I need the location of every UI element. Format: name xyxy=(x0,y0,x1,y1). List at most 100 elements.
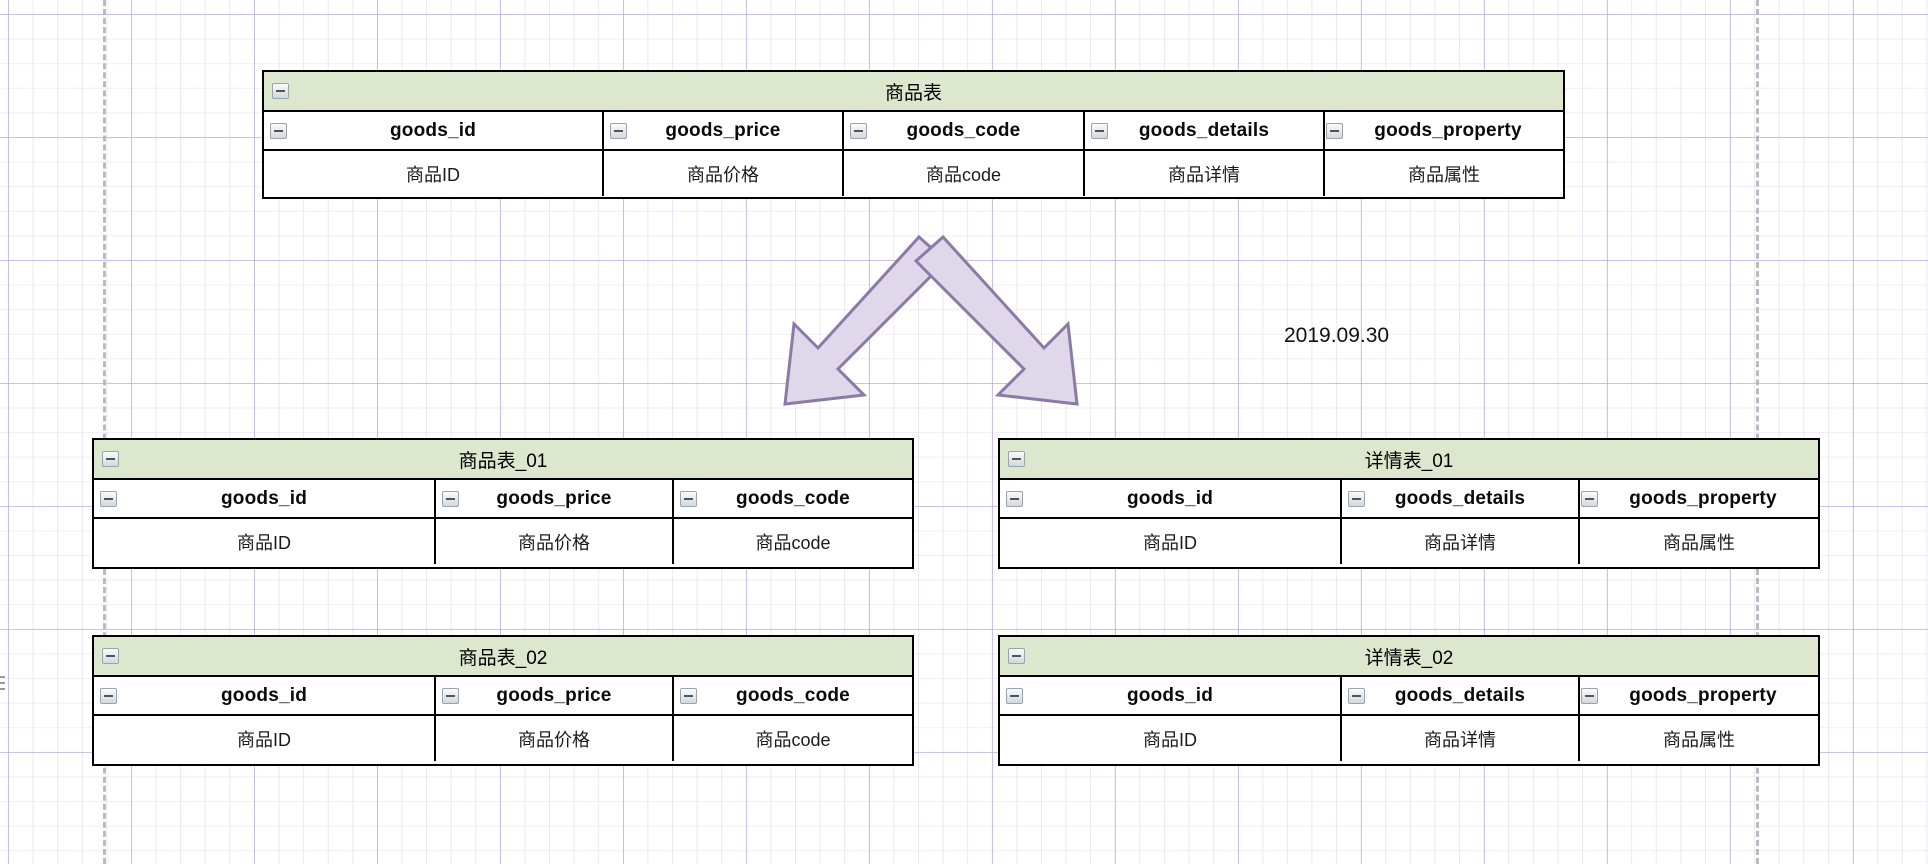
collapse-minus-icon[interactable] xyxy=(1006,490,1023,507)
cell-goods-details: 商品详情 xyxy=(1342,519,1580,564)
column-header-goods-details[interactable]: goods_details xyxy=(1085,112,1325,149)
collapse-minus-icon[interactable] xyxy=(610,122,627,139)
cell-goods-code: 商品code xyxy=(674,716,912,761)
cell-goods-id: 商品ID xyxy=(94,519,436,564)
column-header-goods-price[interactable]: goods_price xyxy=(436,677,674,714)
table-title-bar[interactable]: 详情表_02 xyxy=(1000,637,1818,677)
entity-table-goods-main[interactable]: 商品表 goods_id goods_price goods_code good… xyxy=(262,70,1565,199)
table-value-row: 商品ID 商品价格 商品code xyxy=(94,716,912,761)
table-title: 商品表_01 xyxy=(458,450,548,472)
column-label: goods_code xyxy=(736,684,850,706)
cell-goods-price: 商品价格 xyxy=(436,519,674,564)
column-label: goods_id xyxy=(220,684,308,706)
cell-text: 商品ID xyxy=(1143,729,1197,750)
column-header-goods-property[interactable]: goods_property xyxy=(1325,112,1563,149)
column-label: goods_id xyxy=(389,119,477,141)
cell-goods-id: 商品ID xyxy=(94,716,436,761)
column-header-goods-price[interactable]: goods_price xyxy=(604,112,844,149)
column-label: goods_id xyxy=(1126,684,1214,706)
column-header-goods-property[interactable]: goods_property xyxy=(1580,677,1818,714)
page-break-guide-right xyxy=(1756,0,1759,864)
cell-text: 商品详情 xyxy=(1424,532,1496,553)
column-header-goods-id[interactable]: goods_id xyxy=(264,112,604,149)
column-header-goods-details[interactable]: goods_details xyxy=(1342,677,1580,714)
column-header-goods-id[interactable]: goods_id xyxy=(1000,677,1342,714)
column-label: goods_code xyxy=(736,487,850,509)
table-column-header-row: goods_id goods_price goods_code goods_de… xyxy=(264,112,1563,151)
cell-goods-id: 商品ID xyxy=(1000,519,1342,564)
ruler-tick xyxy=(0,682,5,684)
collapse-minus-icon[interactable] xyxy=(100,687,117,704)
collapse-minus-icon[interactable] xyxy=(102,451,119,467)
collapse-minus-icon[interactable] xyxy=(680,687,697,704)
column-label: goods_details xyxy=(1394,487,1526,509)
table-title-bar[interactable]: 详情表_01 xyxy=(1000,440,1818,480)
column-header-goods-code[interactable]: goods_code xyxy=(674,677,912,714)
table-value-row: 商品ID 商品价格 商品code xyxy=(94,519,912,564)
cell-text: 商品价格 xyxy=(687,164,759,185)
table-title-bar[interactable]: 商品表 xyxy=(264,72,1563,112)
ruler-tick xyxy=(0,676,5,678)
cell-text: 商品属性 xyxy=(1663,729,1735,750)
column-label: goods_price xyxy=(496,684,612,706)
collapse-minus-icon[interactable] xyxy=(102,648,119,664)
table-column-header-row: goods_id goods_price goods_code xyxy=(94,480,912,519)
cell-text: 商品ID xyxy=(1143,532,1197,553)
table-title-bar[interactable]: 商品表_01 xyxy=(94,440,912,480)
column-header-goods-price[interactable]: goods_price xyxy=(436,480,674,517)
collapse-minus-icon[interactable] xyxy=(1348,490,1365,507)
table-value-row: 商品ID 商品详情 商品属性 xyxy=(1000,519,1818,564)
column-header-goods-id[interactable]: goods_id xyxy=(94,480,436,517)
collapse-minus-icon[interactable] xyxy=(1581,687,1598,704)
column-header-goods-id[interactable]: goods_id xyxy=(1000,480,1342,517)
collapse-minus-icon[interactable] xyxy=(1008,451,1025,467)
entity-table-goods-02[interactable]: 商品表_02 goods_id goods_price goods_code 商… xyxy=(92,635,914,766)
column-header-goods-code[interactable]: goods_code xyxy=(844,112,1085,149)
collapse-minus-icon[interactable] xyxy=(1581,490,1598,507)
arrow-split-right xyxy=(913,234,1079,406)
column-label: goods_id xyxy=(1126,487,1214,509)
cell-goods-property: 商品属性 xyxy=(1580,519,1818,564)
column-label: goods_property xyxy=(1374,119,1522,141)
table-value-row: 商品ID 商品详情 商品属性 xyxy=(1000,716,1818,761)
collapse-minus-icon[interactable] xyxy=(1348,687,1365,704)
column-label: goods_price xyxy=(665,119,781,141)
column-label: goods_details xyxy=(1394,684,1526,706)
table-title-bar[interactable]: 商品表_02 xyxy=(94,637,912,677)
table-title: 详情表_02 xyxy=(1364,647,1454,669)
column-header-goods-id[interactable]: goods_id xyxy=(94,677,436,714)
cell-goods-code: 商品code xyxy=(674,519,912,564)
entity-table-details-02[interactable]: 详情表_02 goods_id goods_details goods_prop… xyxy=(998,635,1820,766)
entity-table-details-01[interactable]: 详情表_01 goods_id goods_details goods_prop… xyxy=(998,438,1820,569)
table-title: 商品表_02 xyxy=(458,647,548,669)
collapse-minus-icon[interactable] xyxy=(270,122,287,139)
collapse-minus-icon[interactable] xyxy=(850,122,867,139)
column-label: goods_property xyxy=(1629,487,1777,509)
collapse-minus-icon[interactable] xyxy=(1091,122,1108,139)
table-column-header-row: goods_id goods_details goods_property xyxy=(1000,480,1818,519)
cell-goods-id: 商品ID xyxy=(264,151,604,196)
column-header-goods-property[interactable]: goods_property xyxy=(1580,480,1818,517)
table-value-row: 商品ID 商品价格 商品code 商品详情 商品属性 xyxy=(264,151,1563,196)
column-label: goods_property xyxy=(1629,684,1777,706)
collapse-minus-icon[interactable] xyxy=(680,490,697,507)
column-header-goods-code[interactable]: goods_code xyxy=(674,480,912,517)
cell-text: 商品ID xyxy=(237,532,291,553)
collapse-minus-icon[interactable] xyxy=(1326,122,1343,139)
collapse-minus-icon[interactable] xyxy=(1008,648,1025,664)
column-label: goods_code xyxy=(906,119,1021,141)
collapse-minus-icon[interactable] xyxy=(442,687,459,704)
collapse-minus-icon[interactable] xyxy=(1006,687,1023,704)
page-break-guide-left xyxy=(103,0,106,864)
collapse-minus-icon[interactable] xyxy=(272,83,289,99)
table-column-header-row: goods_id goods_price goods_code xyxy=(94,677,912,716)
collapse-minus-icon[interactable] xyxy=(442,490,459,507)
cell-text: 商品ID xyxy=(406,164,460,185)
column-header-goods-details[interactable]: goods_details xyxy=(1342,480,1580,517)
cell-goods-code: 商品code xyxy=(844,151,1085,196)
cell-text: 商品价格 xyxy=(518,729,590,750)
entity-table-goods-01[interactable]: 商品表_01 goods_id goods_price goods_code 商… xyxy=(92,438,914,569)
table-title: 详情表_01 xyxy=(1364,450,1454,472)
collapse-minus-icon[interactable] xyxy=(100,490,117,507)
